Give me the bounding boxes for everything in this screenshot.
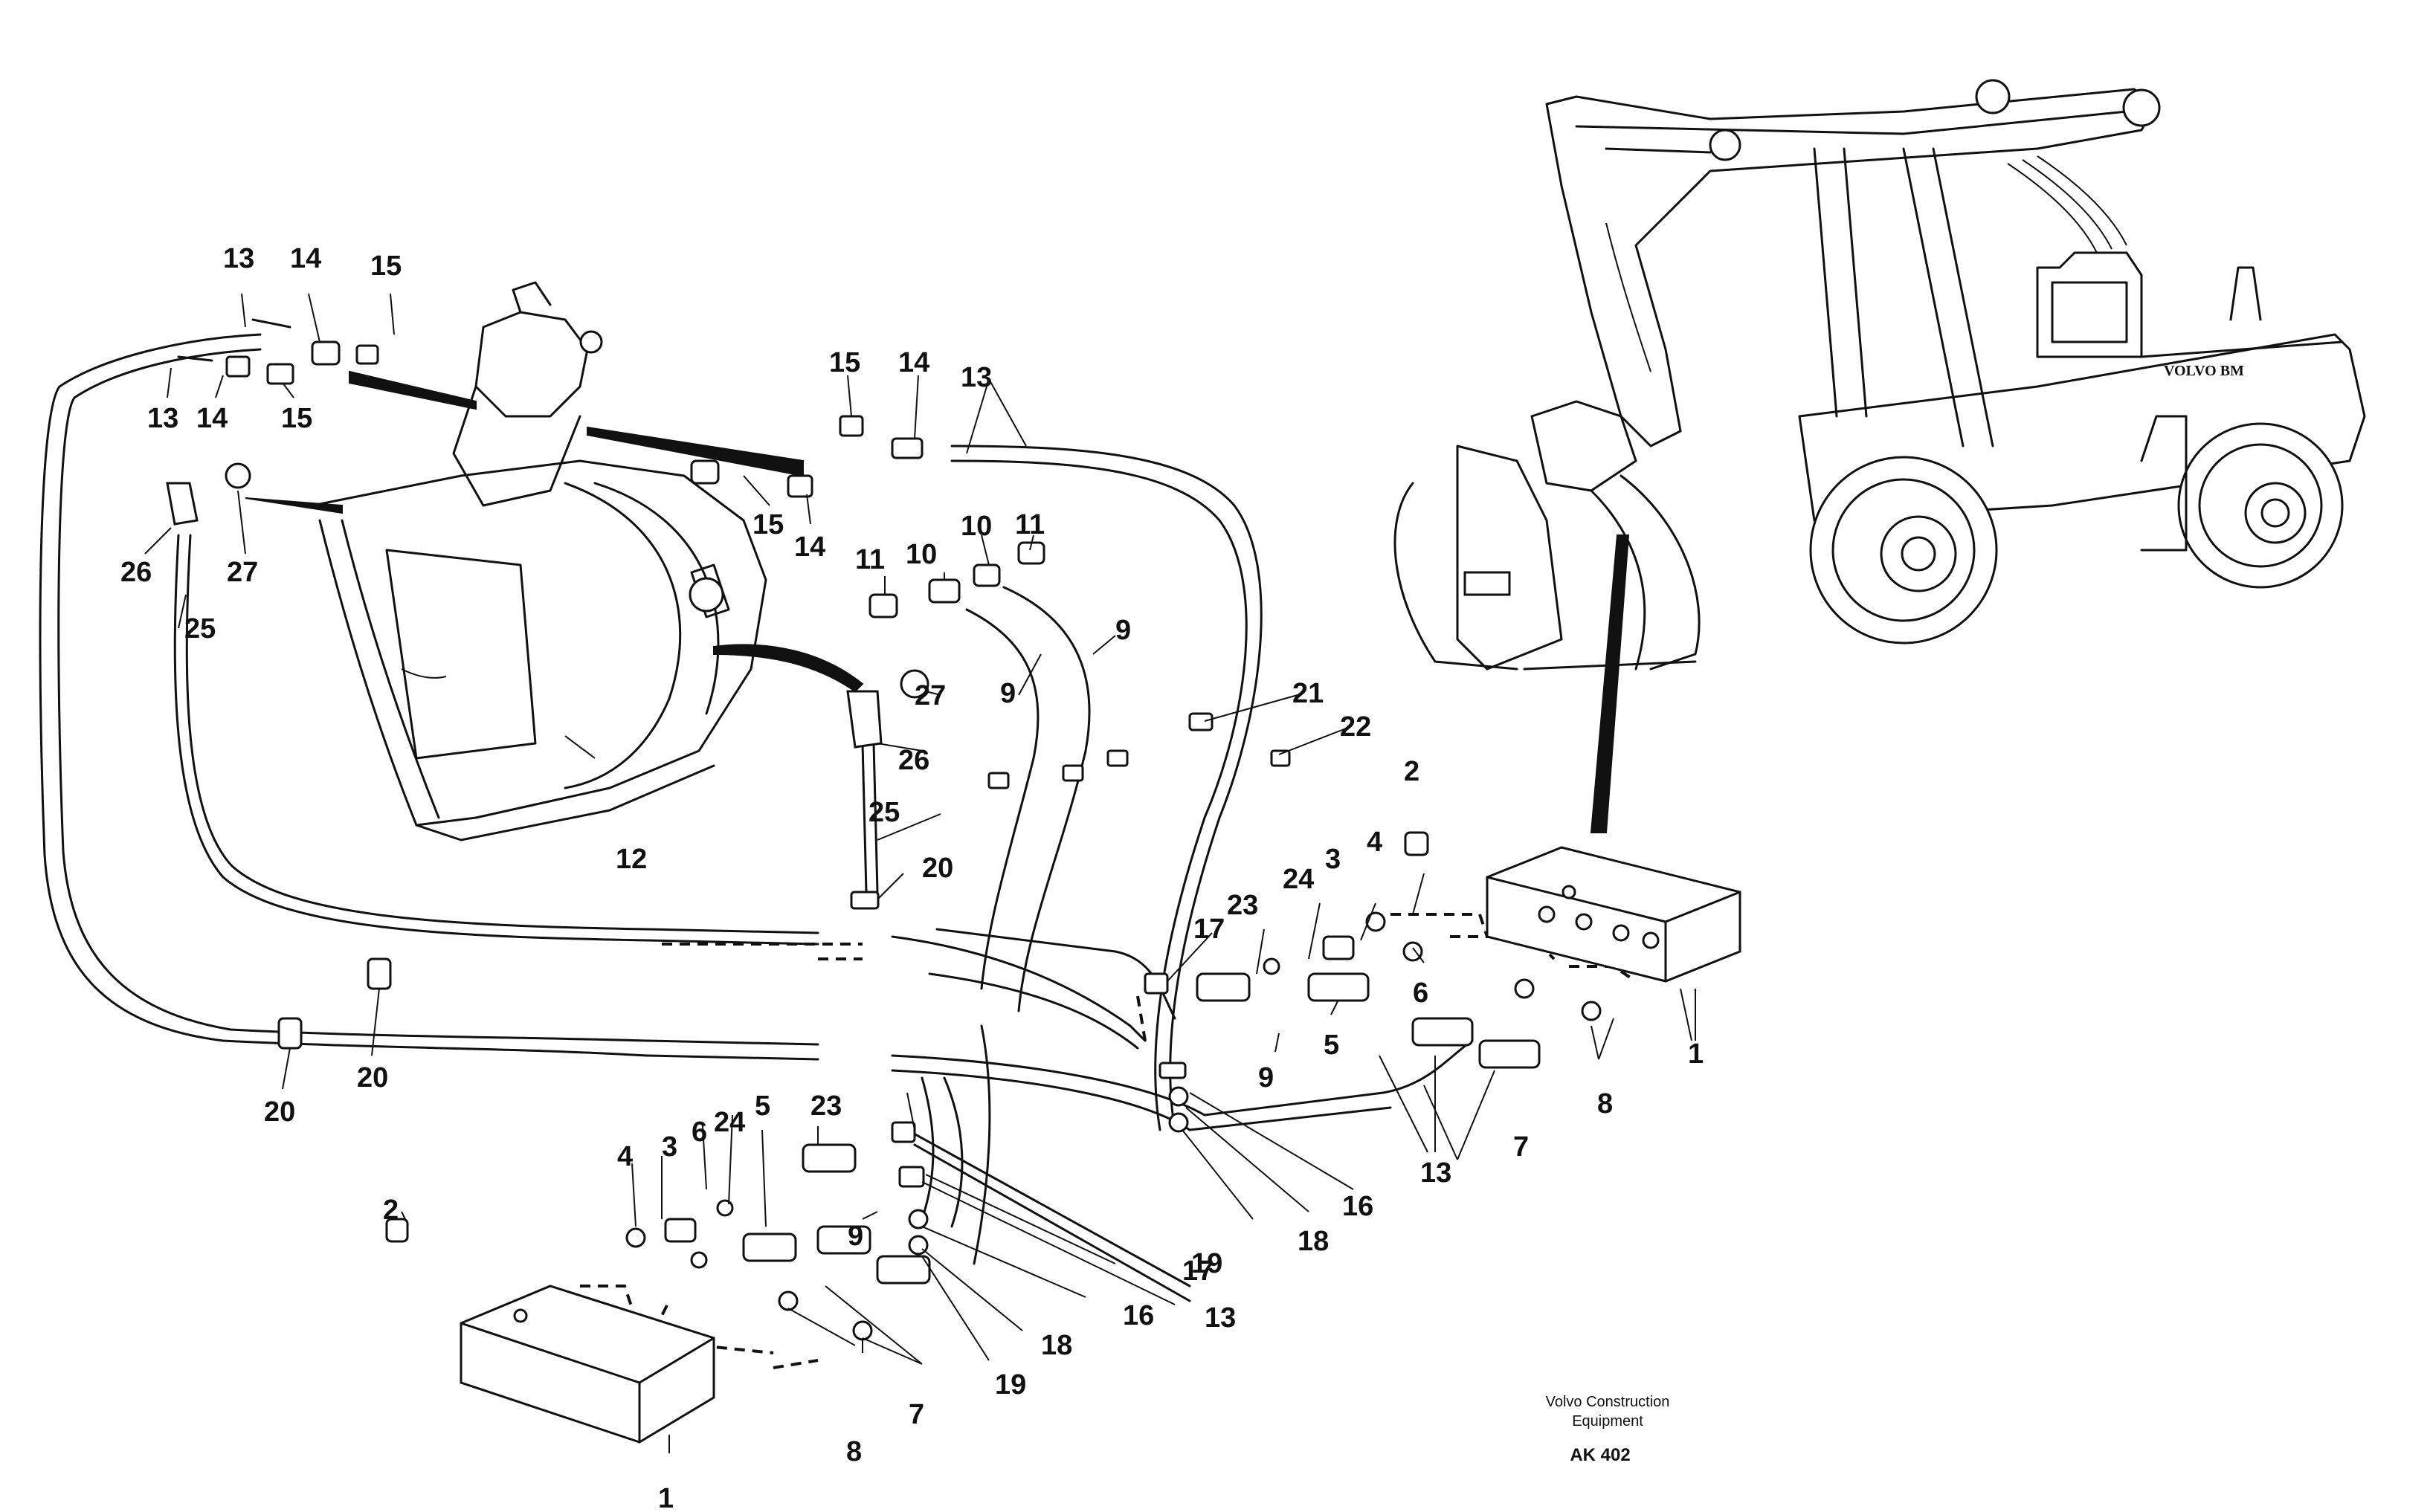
callout: 13 <box>147 403 178 434</box>
callout: 17 <box>1193 914 1225 945</box>
callout-labels: 13 14 15 13 14 15 26 27 25 12 15 14 13 1… <box>120 243 1704 1512</box>
callout: 9 <box>1258 1062 1274 1093</box>
callout: 24 <box>714 1107 745 1138</box>
callout: 3 <box>662 1131 677 1163</box>
callout: 6 <box>692 1117 707 1148</box>
brand-label: VOLVO BM <box>2164 363 2244 379</box>
grapple-illustration <box>311 281 767 841</box>
callout: 15 <box>829 347 860 378</box>
valve-block-lower <box>460 1285 715 1444</box>
callout: 20 <box>922 853 953 884</box>
callout: 5 <box>755 1091 770 1122</box>
callout: 7 <box>909 1399 924 1430</box>
callout: 5 <box>1324 1030 1339 1061</box>
callout: 23 <box>810 1091 842 1122</box>
callout: 14 <box>196 403 228 434</box>
callout: 15 <box>752 509 784 540</box>
callout: 22 <box>1340 711 1371 743</box>
callout: 7 <box>1513 1131 1529 1163</box>
callout: 9 <box>1000 678 1016 709</box>
callout: 9 <box>1115 615 1131 646</box>
callout: 13 <box>223 243 254 274</box>
drawing-code: AK 402 <box>1570 1445 1630 1465</box>
pointer-arrows <box>245 370 864 693</box>
callout: 13 <box>1420 1157 1451 1189</box>
callout: 17 <box>1182 1256 1214 1287</box>
callout: 16 <box>1342 1191 1373 1222</box>
valve-block-upper <box>1486 846 1741 983</box>
callout: 1 <box>1688 1038 1704 1070</box>
callout: 18 <box>1298 1226 1329 1257</box>
callout: 15 <box>370 251 402 282</box>
callout: 21 <box>1292 678 1324 709</box>
callout: 10 <box>961 511 992 542</box>
callout: 27 <box>227 557 258 588</box>
leader-lines <box>144 293 1696 1453</box>
callout: 8 <box>1597 1088 1613 1120</box>
footer-caption: Volvo Construction Equipment AK 402 <box>1546 1394 1670 1465</box>
callout: 13 <box>1205 1302 1236 1334</box>
loader-grapple <box>1393 400 1701 671</box>
callout: 27 <box>915 680 946 711</box>
callout: 8 <box>846 1436 862 1467</box>
callout: 18 <box>1041 1330 1072 1361</box>
callout: 14 <box>898 347 929 378</box>
callout: 1 <box>658 1483 674 1512</box>
caption-line-2: Equipment <box>1572 1413 1643 1429</box>
callout: 10 <box>906 539 937 570</box>
front-wheel <box>1809 456 1998 644</box>
callout: 20 <box>357 1062 388 1093</box>
callout: 23 <box>1227 890 1258 921</box>
callout: 25 <box>184 613 216 644</box>
callout: 12 <box>616 844 647 875</box>
caption-line-1: Volvo Construction <box>1546 1394 1670 1410</box>
callout: 9 <box>848 1221 863 1252</box>
callout: 19 <box>995 1369 1026 1400</box>
callout: 13 <box>961 362 992 393</box>
callout: 6 <box>1413 978 1428 1009</box>
callout: 4 <box>1367 827 1382 858</box>
rear-wheel <box>2177 422 2344 589</box>
callout: 24 <box>1283 864 1314 895</box>
callout: 14 <box>290 243 321 274</box>
callout: 19 <box>1191 1248 1222 1279</box>
callout: 3 <box>1325 844 1341 875</box>
wheel-loader-illustration: VOLVO BM <box>1393 79 2366 833</box>
fittings <box>166 318 1602 1341</box>
hose-runs <box>39 333 1474 1302</box>
callout: 2 <box>383 1195 399 1226</box>
callout: 4 <box>617 1141 633 1172</box>
dashed-hoses <box>580 913 1637 1369</box>
callout: 14 <box>794 532 825 563</box>
callout: 25 <box>868 797 900 828</box>
callout: 11 <box>855 544 885 575</box>
callout: 15 <box>281 403 312 434</box>
callout: 26 <box>898 745 929 776</box>
callout: 26 <box>120 557 152 588</box>
callout: 20 <box>264 1096 295 1128</box>
callout: 2 <box>1404 756 1419 787</box>
callout: 16 <box>1123 1300 1154 1331</box>
callout: 11 <box>1015 509 1045 540</box>
